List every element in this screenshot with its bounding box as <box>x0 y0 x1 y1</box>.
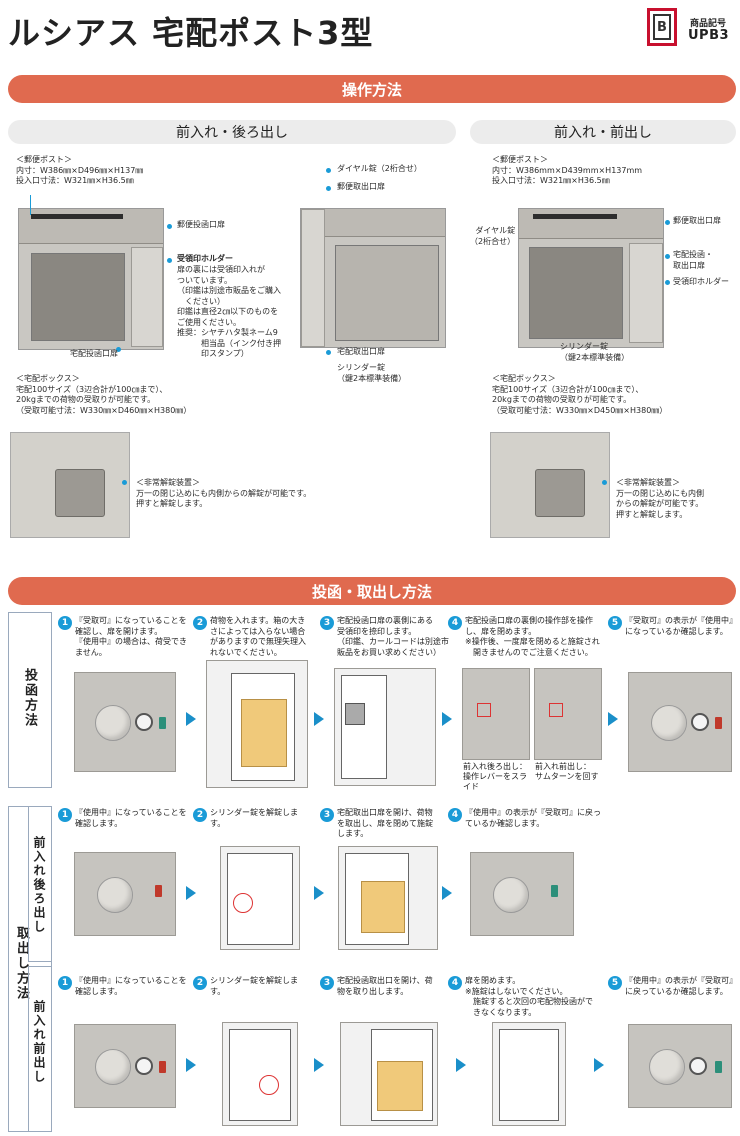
front-step-3-number: 3 <box>320 976 334 990</box>
front-step-3-image <box>340 1022 438 1126</box>
deposit-step-5-image <box>628 672 732 772</box>
front-out-label: 前入れ前出し <box>32 1000 46 1084</box>
deposit-label-frame <box>8 612 52 788</box>
mailbox-rear-view <box>300 208 446 348</box>
page-title: ルシアス 宅配ポスト3型 <box>8 14 374 52</box>
deposit-step-3-image <box>334 668 436 786</box>
mailbox-front-view-left <box>18 208 164 350</box>
rear-step-3-image <box>338 846 438 950</box>
arrow-icon <box>186 1058 196 1072</box>
arrow-icon <box>314 712 324 726</box>
emergency-release-photo-left <box>10 432 130 538</box>
takeout-method-label: 取出し方法 <box>14 926 29 1001</box>
front-step-5-text: 『使用中』の表示が『受取可』 に戻っているか確認します。 <box>625 976 737 996</box>
front-step-5-number: 5 <box>608 976 622 990</box>
deposit-step-5-text: 『受取可』の表示が『使用中』 になっているか確認します。 <box>625 616 737 636</box>
deposit-step-4a-image <box>462 668 530 760</box>
rear-step-3-number: 3 <box>320 808 334 822</box>
arrow-icon <box>442 886 452 900</box>
deposit-step-4-text: 宅配投函口扉の裏側の操作部を操作 し、扉を閉めます。 ※操作後、一度扉を閉めると… <box>465 616 600 657</box>
rear-out-label: 前入れ後ろ出し <box>32 836 46 934</box>
mailbox-front-view-right <box>518 208 664 348</box>
front-step-2-number: 2 <box>193 976 207 990</box>
deposit-step-3-number: 3 <box>320 616 334 630</box>
arrow-icon <box>456 1058 466 1072</box>
front-step-4-image <box>492 1022 566 1126</box>
deposit-step-1-image <box>74 672 176 772</box>
label-parcel-door-left: 宅配投函口扉 <box>70 349 118 358</box>
arrow-icon <box>442 712 452 726</box>
product-code-label: 商品記号 <box>690 19 727 29</box>
subtitle-front-front: 前入れ・前出し <box>470 120 736 144</box>
rear-step-2-image <box>220 846 300 950</box>
emergency-note-left: ＜非常解錠装置＞ 万一の閉じ込めにも内側からの解錠が可能です。 押すと解錠します… <box>136 478 312 508</box>
front-label-frame <box>28 966 52 1132</box>
deposit-step-1-text: 『受取可』になっていることを 確認し、扉を開けます。 『使用中』の場合は、荷受で… <box>75 616 187 657</box>
box-spec-right: ＜宅配ボックス＞ 宅配100サイズ（3辺合計が100㎝まで）、 20kgまでの荷… <box>492 374 668 415</box>
front-step-2-text: シリンダー錠を解錠しま す。 <box>210 976 298 996</box>
rear-step-1-text: 『使用中』になっていることを 確認します。 <box>75 808 187 828</box>
label-cylinder-right: シリンダー錠 （鍵2本標準装備） <box>560 342 630 362</box>
rear-step-4-image <box>470 852 574 936</box>
brand-logo: B <box>647 8 677 46</box>
section-usage-title: 投函・取出し方法 <box>8 577 736 605</box>
post-spec-left: ＜郵便ポスト＞ 内寸：W386㎜×D496㎜×H137㎜ 投入口寸法：W321㎜… <box>16 155 144 185</box>
front-step-1-number: 1 <box>58 976 72 990</box>
label-dial-lock-right: ダイヤル錠 （2桁合せ） <box>470 226 516 246</box>
front-step-1-image <box>74 1024 176 1108</box>
post-spec-right: ＜郵便ポスト＞ 内寸：W386mm×D439mm×H137mm 投入口寸法：W3… <box>492 155 643 185</box>
rear-label-frame <box>28 806 52 962</box>
front-step-5-image <box>628 1024 732 1108</box>
label-stamp-holder-title: 受領印ホルダー <box>177 254 233 263</box>
deposit-step-5-number: 5 <box>608 616 622 630</box>
label-mail-take-door-right: 郵便取出口扉 <box>673 216 721 225</box>
arrow-icon <box>186 886 196 900</box>
deposit-caption-front: 前入れ前出し： サムターンを回す <box>535 762 599 781</box>
front-step-4-text: 扉を閉めます。 ※施錠はしないでください。 施錠すると次回の宅配物投函がで きな… <box>465 976 593 1017</box>
label-stamp-holder-right: 受領印ホルダー <box>673 277 729 286</box>
front-step-3-text: 宅配投函取出口を開け、荷 物を取り出します。 <box>337 976 433 996</box>
label-parcel-take-door: 宅配取出口扉 <box>337 347 385 356</box>
front-step-1-text: 『使用中』になっていることを 確認します。 <box>75 976 187 996</box>
rear-step-1-number: 1 <box>58 808 72 822</box>
box-spec-left: ＜宅配ボックス＞ 宅配100サイズ（3辺合計が100㎝まで）、 20kgまでの荷… <box>16 374 192 415</box>
deposit-step-4-number: 4 <box>448 616 462 630</box>
rear-step-4-number: 4 <box>448 808 462 822</box>
logo-letter: B <box>653 14 671 40</box>
arrow-icon <box>314 1058 324 1072</box>
arrow-icon <box>314 886 324 900</box>
front-step-2-image <box>222 1022 298 1126</box>
section-operation-title: 操作方法 <box>8 75 736 103</box>
deposit-method-label: 投函方法 <box>22 668 37 728</box>
subtitle-front-rear: 前入れ・後ろ出し <box>8 120 456 144</box>
arrow-icon <box>608 712 618 726</box>
front-step-4-number: 4 <box>448 976 462 990</box>
deposit-caption-rear: 前入れ後ろ出し： 操作レバーをスラ イド <box>463 762 527 791</box>
emergency-note-right: ＜非常解錠装置＞ 万一の閉じ込めにも内側 からの解錠が可能です。 押すと解錠しま… <box>616 478 704 519</box>
emergency-release-photo-right <box>490 432 610 538</box>
rear-step-2-number: 2 <box>193 808 207 822</box>
label-stamp-holder-desc: 扉の裏には受領印入れが ついています。 （印鑑は別途市販品をご購入 ください） … <box>177 265 281 358</box>
product-code: UPB3 <box>688 28 730 43</box>
label-parcel-door-right: 宅配投函・ 取出口扉 <box>673 250 713 270</box>
rear-step-4-text: 『使用中』の表示が『受取可』に戻っ ているか確認します。 <box>465 808 601 828</box>
deposit-step-4b-image <box>534 668 602 760</box>
arrow-icon <box>594 1058 604 1072</box>
deposit-step-3-text: 宅配投函口扉の裏側にある 受領印を捺印します。 （印鑑、カールコードは別途市 販… <box>337 616 449 657</box>
label-cylinder-left: シリンダー錠 （鍵2本標準装備） <box>337 363 407 383</box>
rear-step-1-image <box>74 852 176 936</box>
deposit-step-2-text: 荷物を入れます。箱の大き さによっては入らない場合 がありますので無理矢理入 れ… <box>210 616 306 657</box>
rear-step-3-text: 宅配取出口扉を開け、荷物 を取出し、扉を閉めて施錠 します。 <box>337 808 433 838</box>
arrow-icon <box>186 712 196 726</box>
deposit-step-1-number: 1 <box>58 616 72 630</box>
label-mail-door: 郵便投函口扉 <box>177 220 225 229</box>
label-mail-take-door: 郵便取出口扉 <box>337 182 385 191</box>
label-dial-lock-left: ダイヤル錠（2桁合せ） <box>337 164 422 173</box>
deposit-step-2-number: 2 <box>193 616 207 630</box>
rear-step-2-text: シリンダー錠を解錠しま す。 <box>210 808 298 828</box>
deposit-step-2-image <box>206 660 308 788</box>
